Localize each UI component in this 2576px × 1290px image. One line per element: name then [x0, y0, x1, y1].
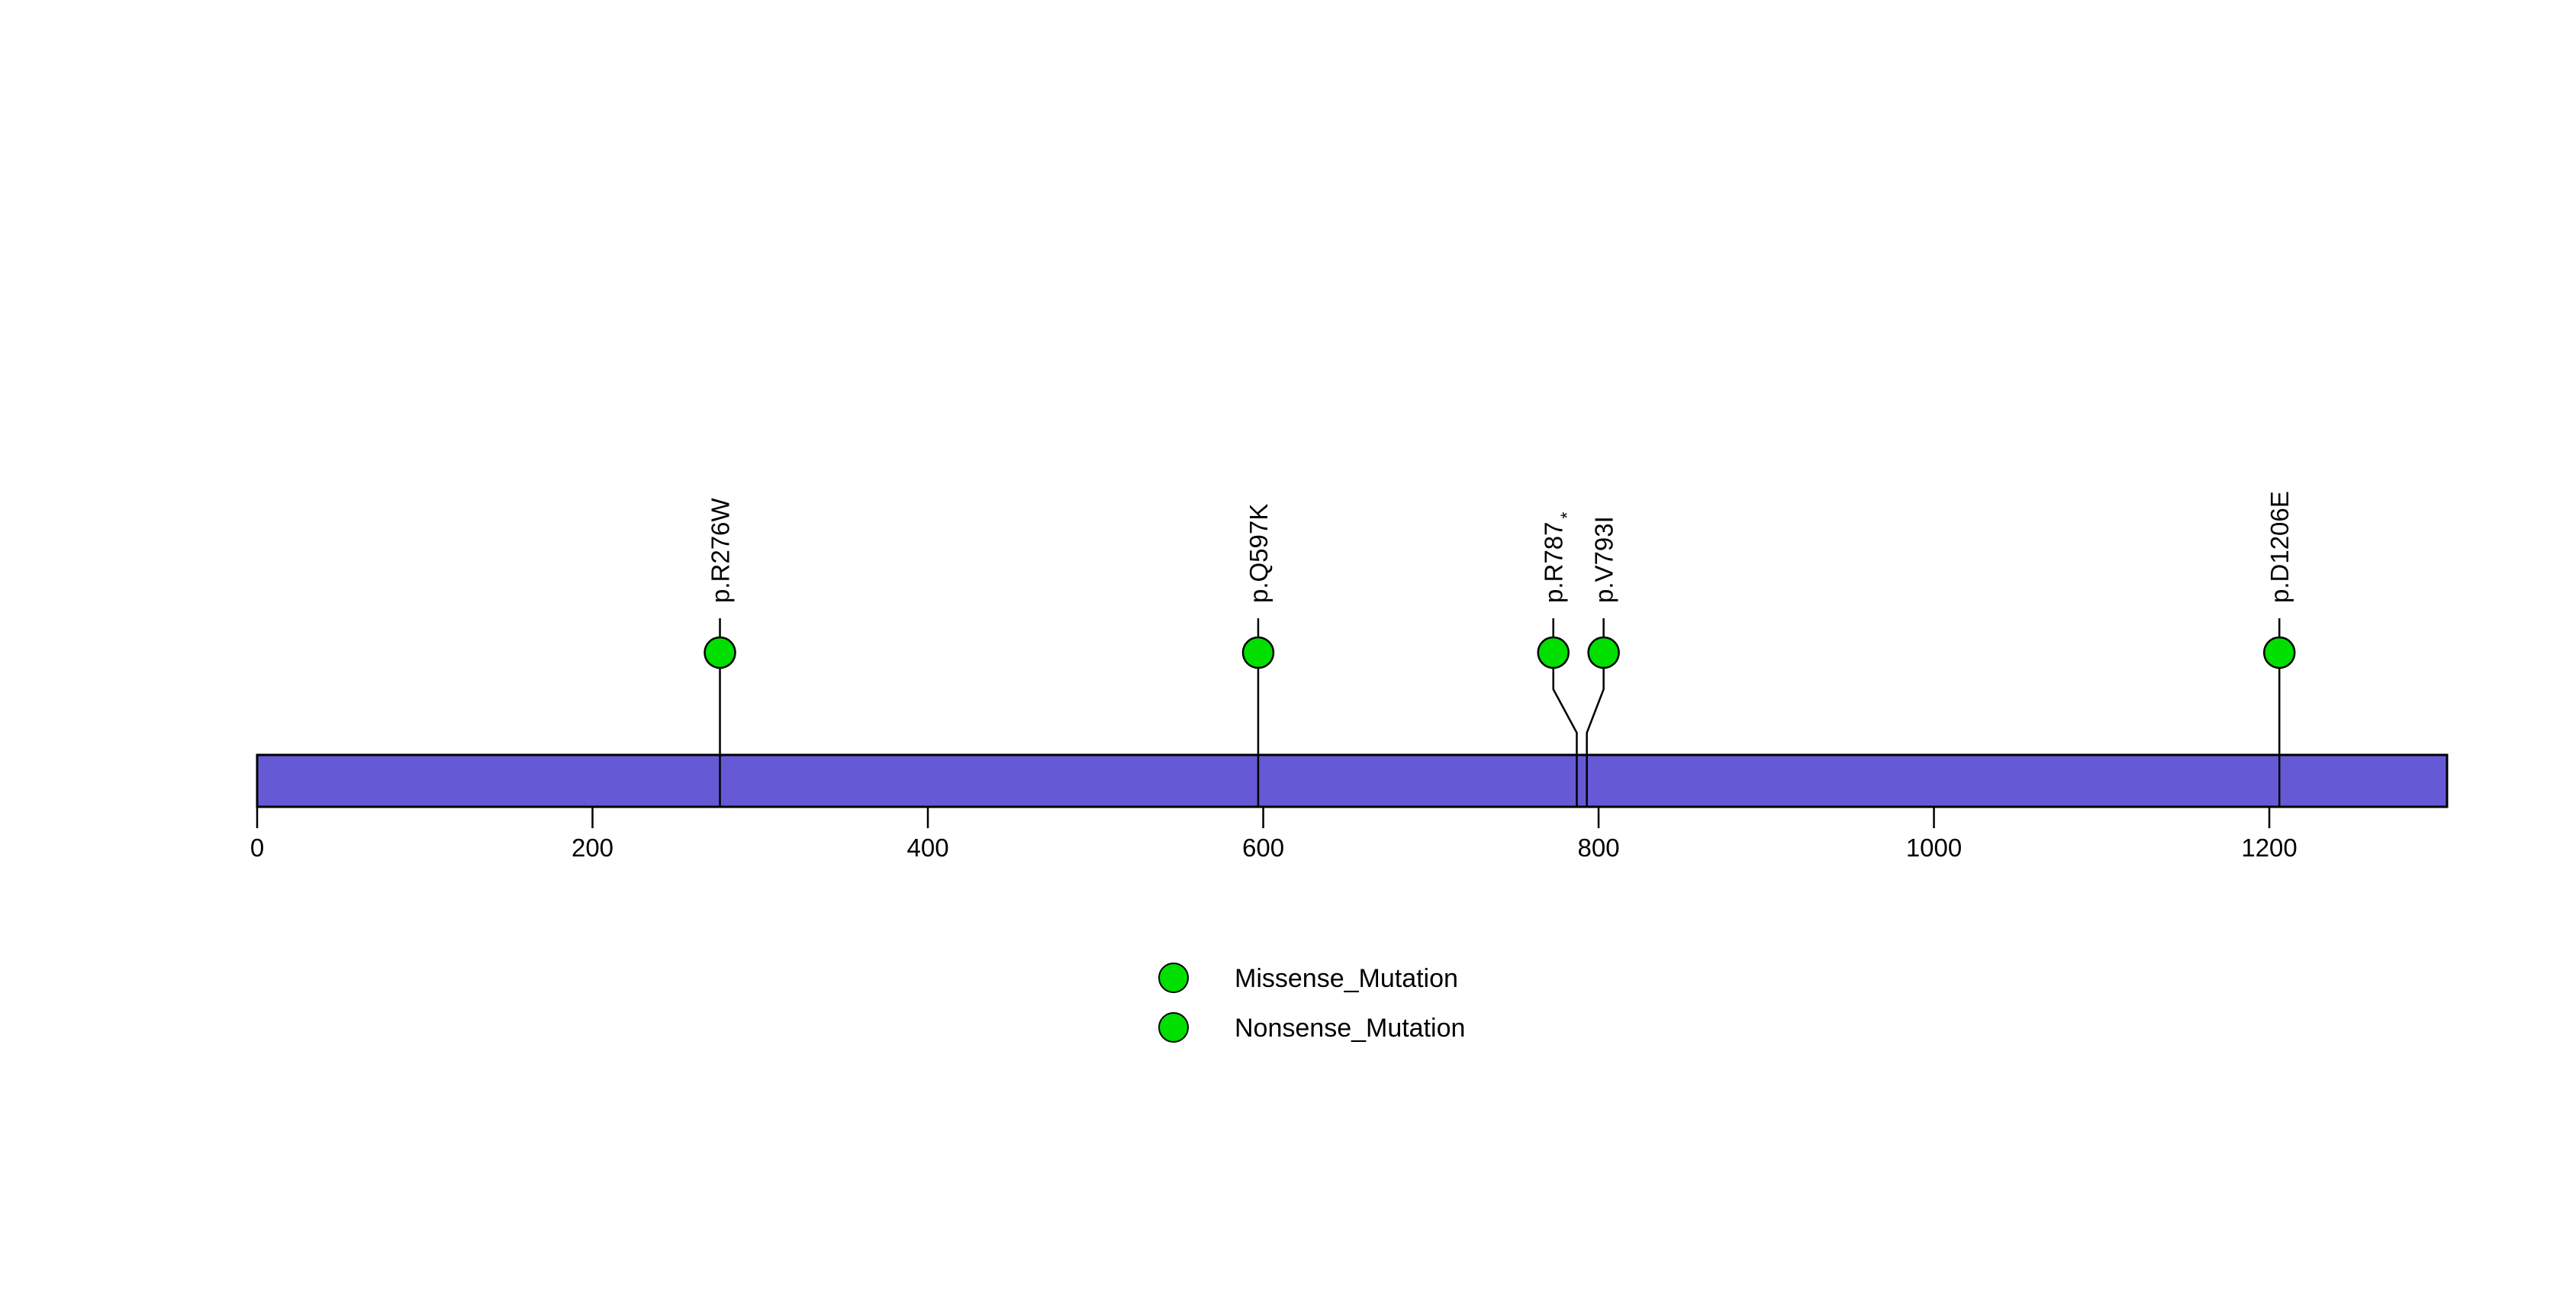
mutation-circle: [704, 636, 736, 669]
protein-domain-bar: [256, 753, 2449, 808]
mutation-label-suffix: *: [1557, 512, 1577, 519]
mutation-circle: [1241, 636, 1275, 669]
mutation-label-text: p.V793I: [1590, 516, 1618, 603]
mutation-label: p.Q597K: [1245, 504, 1273, 603]
legend: Missense_Mutation Nonsense_Mutation: [1158, 963, 1465, 1043]
lollipops-group: p.R276W p.Q597K p.R787 * p.V793I p.D1206E: [704, 491, 2296, 807]
axis-tick-label: 1000: [1906, 834, 1962, 862]
axis-tick-label: 600: [1242, 834, 1284, 862]
lollipop: p.D1206E: [2262, 491, 2296, 807]
mutation-label: p.R787 *: [1540, 512, 1577, 603]
mutation-label: p.R276W: [707, 498, 735, 603]
mutation-label-text: p.Q597K: [1245, 504, 1273, 603]
axis-tick-label: 800: [1578, 834, 1620, 862]
mutation-circle: [2262, 636, 2296, 669]
mutation-label-text: p.R276W: [707, 498, 735, 603]
mutation-circle: [1537, 636, 1570, 669]
mutation-label: p.D1206E: [2265, 491, 2294, 603]
mutation-label-text: p.R787: [1540, 522, 1568, 603]
mutation-circle: [1587, 636, 1620, 669]
lollipop: p.Q597K: [1241, 504, 1275, 807]
lollipop: p.R276W: [704, 498, 736, 807]
axis-tick-label: 400: [906, 834, 948, 862]
legend-label-missense: Missense_Mutation: [1235, 964, 1458, 993]
axis-tick-label: 1200: [2241, 834, 2297, 862]
legend-label-nonsense: Nonsense_Mutation: [1235, 1014, 1465, 1043]
mutation-label-text: p.D1206E: [2265, 491, 2294, 603]
lollipop: p.R787 *: [1537, 512, 1578, 807]
mutation-label: p.V793I: [1590, 516, 1618, 603]
x-axis: 0 200 400 600 800 1000 1200: [250, 807, 2297, 862]
legend-swatch-missense: [1158, 963, 1189, 993]
axis-tick-label: 200: [572, 834, 613, 862]
legend-swatch-nonsense: [1158, 1012, 1189, 1043]
lollipop: p.V793I: [1586, 516, 1620, 807]
axis-tick-label: 0: [250, 834, 264, 862]
